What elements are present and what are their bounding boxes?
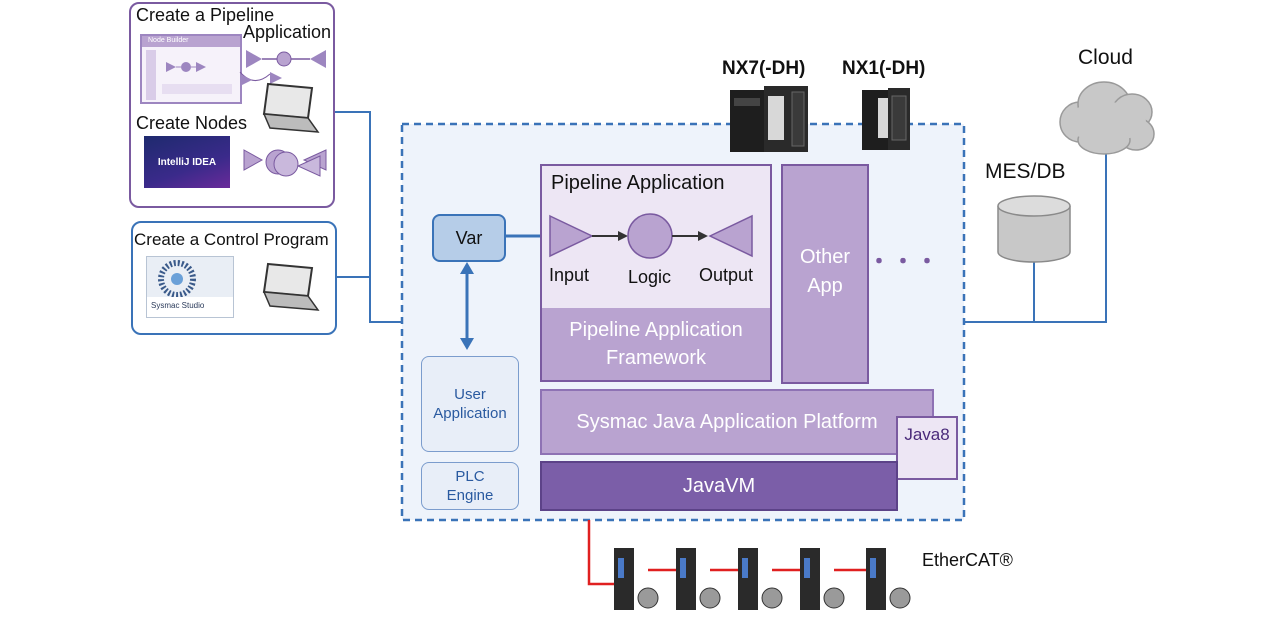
java8-badge: Java8 — [896, 416, 958, 480]
framework-line1: Pipeline Application — [569, 319, 743, 341]
java8-label: Java8 — [904, 425, 950, 444]
dev-top-connector — [334, 111, 402, 323]
more-apps-ellipsis: ・・・ — [868, 249, 941, 274]
mini-pipeline-icon — [146, 50, 232, 100]
plc-engine-label: PLC Engine — [446, 468, 494, 504]
studio-label: Sysmac Studio — [151, 301, 205, 310]
node-builder-label: Node Builder — [142, 36, 240, 47]
intellij-logo-text: IntelliJ IDEA — [157, 156, 217, 168]
pipeline-framework-block: Pipeline Application Framework — [540, 308, 772, 382]
studio-graphic — [147, 260, 233, 317]
javavm-label: JavaVM — [682, 474, 756, 497]
create-nodes-title: Create Nodes — [136, 113, 248, 133]
sysmac-studio-screenshot: Sysmac Studio — [146, 256, 234, 318]
plc-engine-block: PLC Engine — [421, 462, 519, 510]
node-builder-window: Node Builder — [140, 34, 242, 104]
ethercat-line — [587, 520, 628, 586]
output-label: Output — [699, 265, 754, 285]
pipeline-dev-title-line1: Create a Pipeline — [136, 5, 275, 25]
user-application-label: User Application — [433, 386, 507, 422]
cloud-label: Cloud — [1078, 46, 1133, 69]
cloud-icon — [1059, 81, 1155, 155]
database-icon — [997, 195, 1071, 263]
var-label: Var — [455, 227, 483, 248]
var-node: Var — [432, 214, 506, 262]
ethercat-label: EtherCAT® — [922, 550, 1013, 570]
framework-line2: Framework — [605, 347, 706, 369]
intellij-logo: IntelliJ IDEA — [144, 136, 230, 188]
javavm-block: JavaVM — [540, 461, 898, 511]
user-application-block: User Application — [421, 356, 519, 452]
mes-db-label: MES/DB — [985, 160, 1066, 183]
pipeline-dev-title-line2: Application — [243, 22, 332, 42]
control-program-title: Create a Control Program — [134, 230, 329, 249]
other-app-line1: Other — [799, 246, 851, 268]
network-connector — [964, 150, 1107, 323]
nx1-label: NX1(-DH) — [842, 58, 926, 79]
nx7-label: NX7(-DH) — [722, 58, 806, 79]
logic-label: Logic — [628, 267, 672, 287]
other-app-block: Other App — [781, 164, 869, 384]
pipeline-application-title: Pipeline Application — [551, 172, 725, 194]
java-platform-label: Sysmac Java Application Platform — [576, 410, 878, 433]
input-label: Input — [549, 265, 590, 285]
java-platform-block: Sysmac Java Application Platform — [540, 389, 934, 455]
other-app-line2: App — [807, 275, 843, 297]
